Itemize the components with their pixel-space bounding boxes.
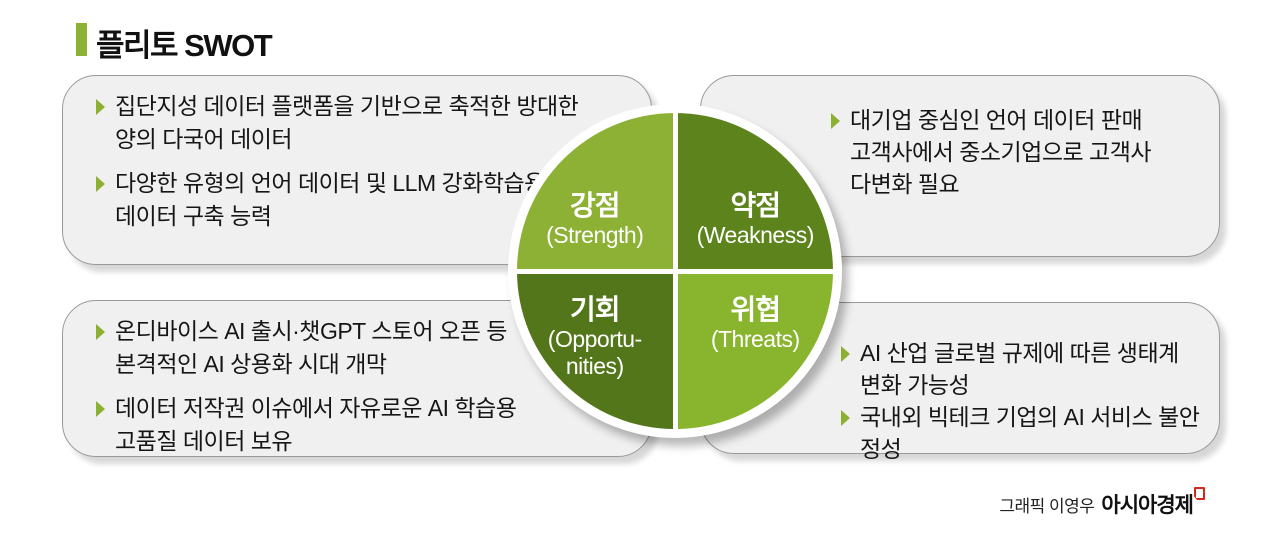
- bullet-line: 데이터 저작권 이슈에서 자유로운 AI 학습용: [115, 395, 517, 421]
- bullet-arrow-icon: [96, 99, 105, 115]
- quadrant-label-ko: 기회: [569, 293, 621, 325]
- bullet-line: 다변화 필요: [850, 171, 960, 197]
- swot-pie: 강점 (Strength) 약점 (Weakness) 기회 (Opportu-…: [508, 104, 842, 438]
- list-item: 다양한 유형의 언어 데이터 및 LLM 강화학습용 데이터 구축 능력: [96, 167, 651, 233]
- quadrant-weakness: 약점 (Weakness): [677, 113, 833, 269]
- bullet-line: 고품질 데이터 보유: [115, 428, 293, 454]
- bullet-line: 대기업 중심인 언어 데이터 판매: [850, 107, 1143, 133]
- bullet-line: 양의 다국어 데이터: [115, 126, 293, 152]
- title-accent-bar: [76, 23, 87, 56]
- bullet-line: 온디바이스 AI 출시·챗GPT 스토어 오픈 등: [115, 318, 507, 344]
- list-item: 국내외 빅테크 기업의 AI 서비스 불안정성: [841, 401, 1219, 465]
- bullet-arrow-icon: [96, 401, 105, 417]
- list-item: 대기업 중심인 언어 데이터 판매 고객사에서 중소기업으로 고객사 다변화 필…: [831, 104, 1219, 200]
- brand-logo-icon: [1194, 487, 1205, 500]
- bullet-line: 고객사에서 중소기업으로 고객사: [850, 139, 1152, 165]
- bullet-line: 본격적인 AI 상용화 시대 개막: [115, 351, 387, 377]
- bullet-text: 국내외 빅테크 기업의 AI 서비스 불안정성: [860, 401, 1219, 465]
- bullet-line: 집단지성 데이터 플랫폼을 기반으로 축적한 방대한: [115, 93, 579, 119]
- bullet-arrow-icon: [841, 410, 850, 426]
- credit-graphic-author: 그래픽 이영우: [999, 497, 1095, 516]
- bullet-text: 집단지성 데이터 플랫폼을 기반으로 축적한 방대한 양의 다국어 데이터: [115, 90, 579, 156]
- credit-brand-name: 아시아경제: [1101, 494, 1194, 517]
- list-item: 집단지성 데이터 플랫폼을 기반으로 축적한 방대한 양의 다국어 데이터: [96, 90, 651, 156]
- quadrant-label-ko: 약점: [730, 189, 781, 221]
- bullet-text: AI 산업 글로벌 규제에 따른 생태계 변화 가능성: [860, 337, 1179, 401]
- bullet-line: 데이터 구축 능력: [115, 203, 272, 229]
- list-item: 온디바이스 AI 출시·챗GPT 스토어 오픈 등 본격적인 AI 상용화 시대…: [96, 315, 651, 381]
- bullet-arrow-icon: [841, 346, 850, 362]
- credit-line: 그래픽 이영우 아시아경제: [999, 487, 1205, 519]
- bullet-text: 대기업 중심인 언어 데이터 판매 고객사에서 중소기업으로 고객사 다변화 필…: [850, 104, 1152, 200]
- quadrant-label-en: (Weakness): [696, 221, 815, 248]
- bullet-line: AI 산업 글로벌 규제에 따른 생태계: [860, 340, 1179, 366]
- quadrant-label-en: (Opportu-: [547, 325, 642, 352]
- quadrant-label-en: nities): [565, 352, 624, 379]
- bullet-arrow-icon: [96, 324, 105, 340]
- bullet-text: 다양한 유형의 언어 데이터 및 LLM 강화학습용 데이터 구축 능력: [115, 167, 545, 233]
- quadrant-label-ko: 강점: [569, 189, 621, 221]
- quadrant-label-ko: 위협: [730, 293, 781, 325]
- list-item: AI 산업 글로벌 규제에 따른 생태계 변화 가능성: [841, 337, 1219, 401]
- bullet-arrow-icon: [831, 113, 840, 129]
- page-title: 플리토 SWOT: [96, 28, 273, 63]
- bullet-line: 국내외 빅테크 기업의 AI 서비스 불안정성: [860, 404, 1200, 462]
- bullet-text: 온디바이스 AI 출시·챗GPT 스토어 오픈 등 본격적인 AI 상용화 시대…: [115, 315, 507, 381]
- bullet-line: 변화 가능성: [860, 372, 970, 398]
- quadrant-label-en: (Strength): [546, 221, 644, 248]
- bullet-arrow-icon: [96, 176, 105, 192]
- list-item: 데이터 저작권 이슈에서 자유로운 AI 학습용 고품질 데이터 보유: [96, 392, 651, 458]
- bullet-line: 다양한 유형의 언어 데이터 및 LLM 강화학습용: [115, 170, 545, 196]
- quadrant-label-en: (Threats): [710, 325, 800, 352]
- bullet-text: 데이터 저작권 이슈에서 자유로운 AI 학습용 고품질 데이터 보유: [115, 392, 517, 458]
